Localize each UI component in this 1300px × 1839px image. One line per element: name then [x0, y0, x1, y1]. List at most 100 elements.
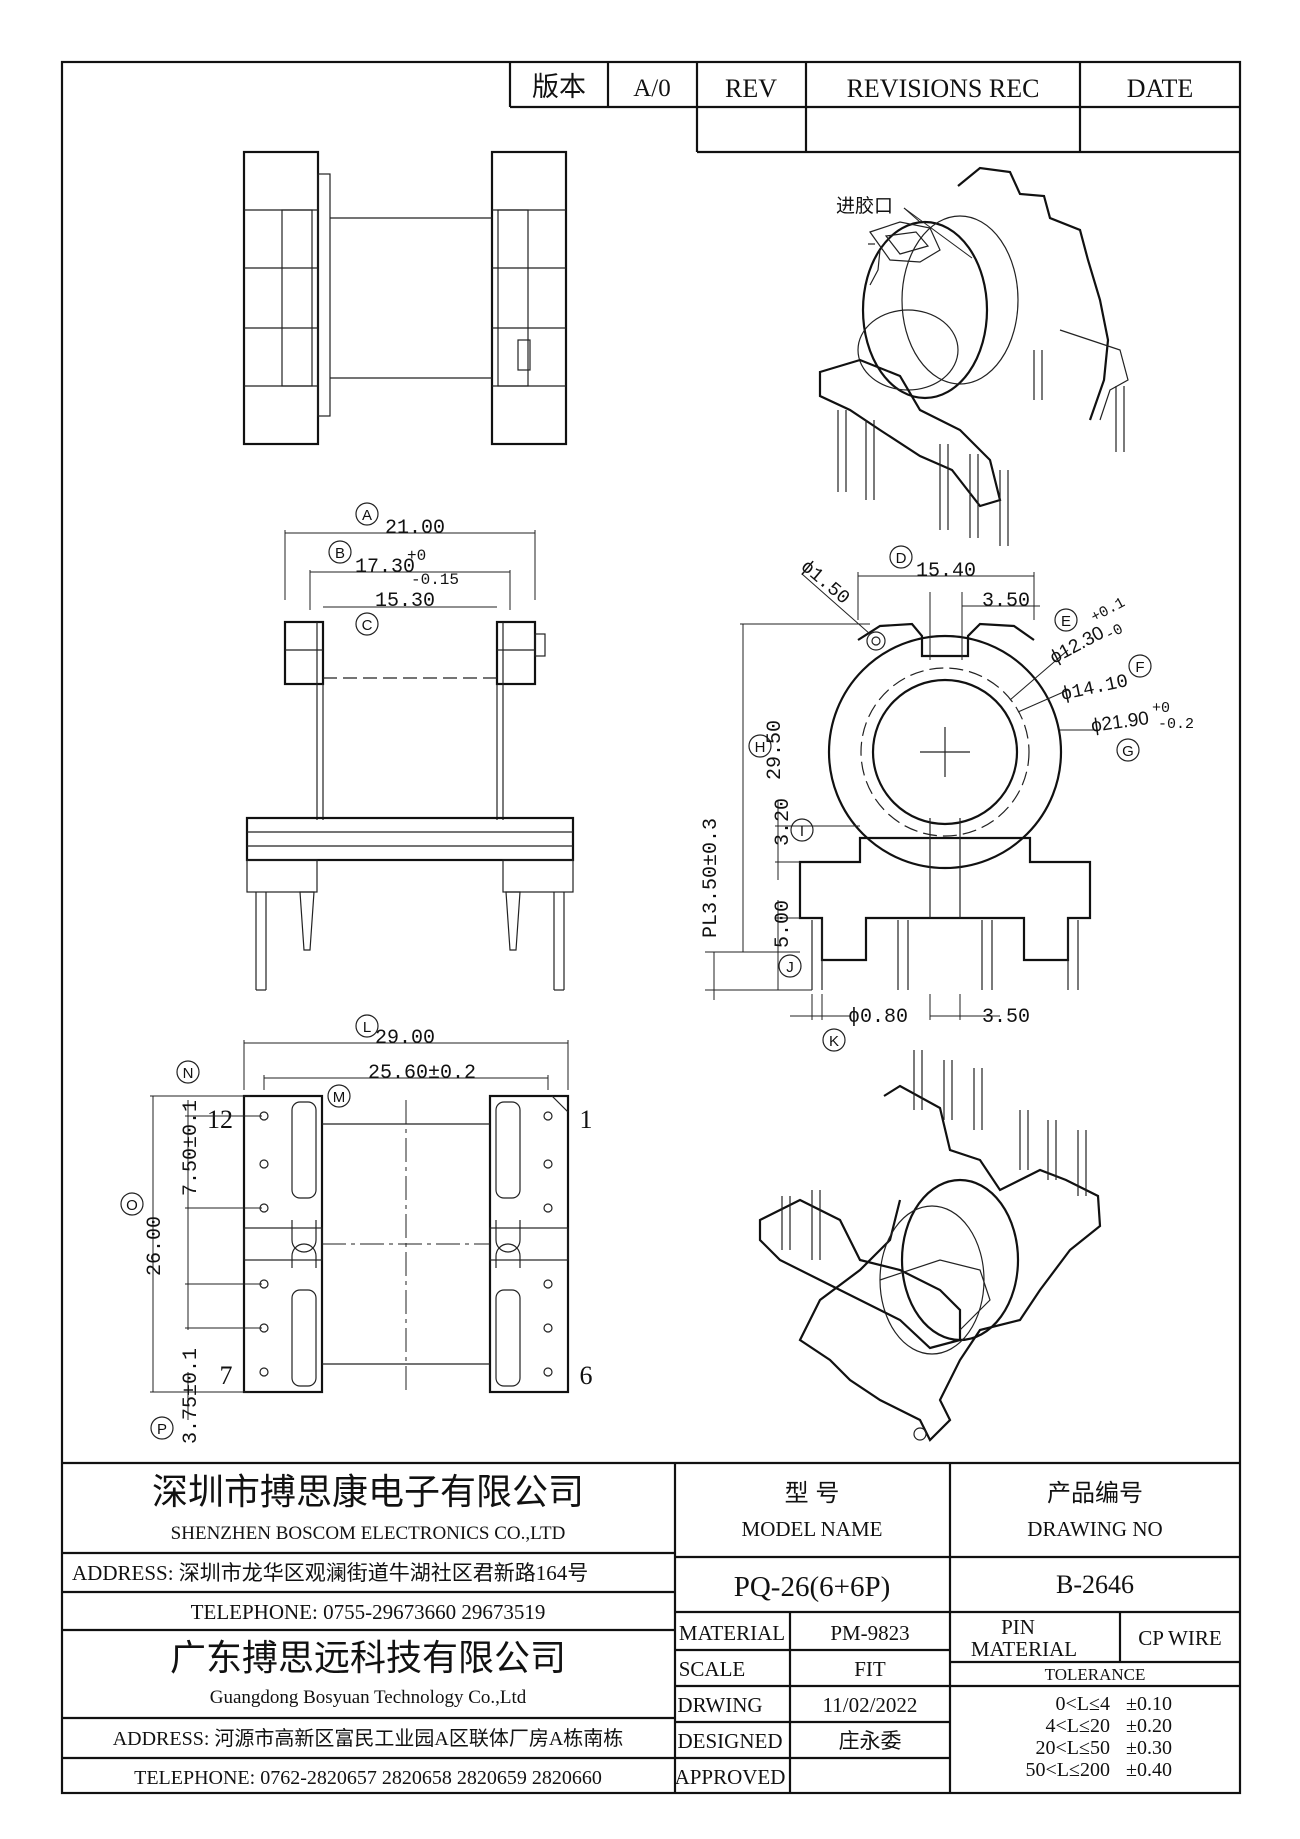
dim-label-h: H — [755, 739, 766, 756]
dim-tol-upper-b: +0 — [407, 547, 426, 565]
dim-value-n: 7.50±0.1 — [180, 1100, 203, 1196]
dim-value-a: 21.00 — [385, 517, 445, 540]
dim-tol-lower-g: -0.2 — [1158, 716, 1194, 733]
dim-value-k: ϕ0.80 — [848, 1006, 908, 1029]
material-label: MATERIAL — [679, 1621, 785, 1645]
tolerance-table: 0<L≤4 ±0.10 4<L≤20 ±0.20 20<L≤50 ±0.30 5… — [1026, 1693, 1172, 1781]
dim-label-l: L — [363, 1019, 371, 1036]
dim-label-m: M — [333, 1089, 346, 1106]
designed-value: 庄永委 — [839, 1730, 902, 1753]
dim-value-m: 25.60±0.2 — [368, 1062, 476, 1085]
tolerance-label: TOLERANCE — [1045, 1665, 1146, 1684]
dim-value-l: 29.00 — [375, 1027, 435, 1050]
dim-label-o: O — [126, 1197, 138, 1214]
front-view: D 15.40 3.50 ϕ1.50 E ϕ12.30 +0.1 -0 ϕ14.… — [700, 545, 1194, 1052]
gate-callout: 进胶口 — [836, 195, 893, 217]
dim-label-b: B — [335, 545, 345, 562]
tolerance-range: 50<L≤200 — [1026, 1759, 1110, 1781]
rev-label: REV — [725, 74, 777, 103]
company1-telephone: TELEPHONE: 0755-29673660 29673519 — [191, 1600, 546, 1624]
pin-length-label: PL3.50±0.3 — [700, 818, 723, 938]
dim-tol-lower-b: -0.15 — [411, 571, 459, 589]
dim-value-h: 29.50 — [764, 720, 787, 780]
scale-label: SCALE — [679, 1657, 746, 1681]
scale-value: FIT — [854, 1657, 886, 1681]
drawing-no-value: B-2646 — [1056, 1570, 1134, 1599]
approved-label: APPROVED — [675, 1765, 786, 1789]
pin-number-6: 6 — [580, 1361, 593, 1390]
pin-holes-right — [543, 1111, 553, 1377]
tolerance-value: ±0.40 — [1126, 1759, 1172, 1781]
pin-material-label-line1: PIN — [1001, 1615, 1035, 1639]
pin-number-12: 12 — [207, 1105, 233, 1134]
version-value: A/0 — [633, 75, 671, 102]
isometric-view-bottom — [758, 1050, 1102, 1442]
company2-name-cn: 广东搏思远科技有限公司 — [170, 1637, 566, 1678]
drwing-label: DRWING — [677, 1693, 762, 1717]
company2-telephone: TELEPHONE: 0762-2820657 2820658 2820659 … — [134, 1767, 602, 1789]
hole-dia-label: ϕ1.50 — [796, 556, 854, 610]
dim-tol-upper-g: +0 — [1152, 700, 1170, 717]
dim-value-g: ϕ21.90 — [1090, 708, 1151, 737]
dim-label-d: D — [896, 550, 907, 567]
date-label: DATE — [1127, 74, 1193, 103]
top-view — [242, 150, 568, 446]
drawing-no-label-cn: 产品编号 — [1047, 1480, 1143, 1507]
tolerance-range: 0<L≤4 — [1056, 1693, 1110, 1715]
dim-label-f: F — [1135, 659, 1144, 676]
tolerance-range: 20<L≤50 — [1036, 1737, 1110, 1759]
tolerance-value: ±0.20 — [1126, 1715, 1172, 1737]
dim-label-k: K — [829, 1033, 839, 1050]
dim-label-p: P — [157, 1421, 167, 1438]
dim-value-o: 26.00 — [144, 1216, 167, 1276]
dim-value-f: ϕ14.10 — [1059, 670, 1131, 706]
title-block: 深圳市搏思康电子有限公司 SHENZHEN BOSCOM ELECTRONICS… — [62, 1461, 1240, 1793]
version-label: 版本 — [532, 72, 586, 102]
dim-label-c: C — [362, 617, 373, 634]
dim-label-a: A — [362, 507, 372, 524]
dim-tol-upper-e: +0.1 — [1088, 594, 1128, 626]
tolerance-range: 4<L≤20 — [1046, 1715, 1110, 1737]
dim-value-k-sub: 3.50 — [982, 1006, 1030, 1029]
pin-number-1: 1 — [580, 1105, 593, 1134]
dim-label-n: N — [183, 1065, 194, 1082]
dim-value-c: 15.30 — [375, 590, 435, 613]
company2-address: ADDRESS: 河源市高新区富民工业园A区联体厂房A栋南栋 — [113, 1727, 624, 1750]
model-label-en: MODEL NAME — [742, 1517, 883, 1541]
revisions-label: REVISIONS REC — [847, 74, 1040, 103]
dim-value-i: 3.20 — [772, 798, 795, 846]
model-value: PQ-26(6+6P) — [734, 1571, 891, 1603]
company2-name-en: Guangdong Bosyuan Technology Co.,Ltd — [210, 1687, 527, 1708]
pin-material-value: CP WIRE — [1138, 1626, 1221, 1650]
bottom-view: 12 1 7 6 L 29.00 M 25.60±0.2 N 7.50±0.1 … — [120, 1014, 593, 1444]
dim-value-d-sub: 3.50 — [982, 590, 1030, 613]
revision-table: 版本 A/0 REV REVISIONS REC DATE — [508, 62, 1240, 154]
dim-label-g: G — [1122, 743, 1134, 760]
pin-number-7: 7 — [220, 1361, 233, 1390]
pin-holes-left — [259, 1111, 269, 1377]
dim-value-p: 3.75±0.1 — [180, 1348, 203, 1444]
company1-name-en: SHENZHEN BOSCOM ELECTRONICS CO.,LTD — [171, 1523, 566, 1544]
company1-address: ADDRESS: 深圳市龙华区观澜街道牛湖社区君新路164号 — [72, 1561, 588, 1585]
dim-value-j: 5.00 — [772, 900, 795, 948]
material-value: PM-9823 — [830, 1621, 909, 1645]
tolerance-value: ±0.10 — [1126, 1693, 1172, 1715]
dim-label-i: I — [800, 823, 804, 840]
side-view: A 21.00 B 17.30 +0 -0.15 15.30 C — [245, 502, 575, 991]
dim-label-j: J — [786, 959, 794, 976]
drwing-date: 11/02/2022 — [823, 1693, 918, 1717]
dim-value-e: ϕ12.30 — [1046, 623, 1107, 669]
model-label-cn: 型 号 — [785, 1480, 840, 1507]
dim-value-d: 15.40 — [916, 560, 976, 583]
dim-label-e: E — [1061, 613, 1071, 630]
dim-tol-lower-e: -0 — [1102, 621, 1126, 644]
drawing-no-label-en: DRAWING NO — [1027, 1517, 1162, 1541]
designed-label: DESIGNED — [678, 1729, 783, 1753]
sheet-border — [60, 60, 1242, 1795]
tolerance-value: ±0.30 — [1126, 1737, 1172, 1759]
pin-material-label-line2: MATERIAL — [971, 1637, 1077, 1661]
dim-value-b: 17.30 — [355, 556, 415, 579]
company1-name-cn: 深圳市搏思康电子有限公司 — [152, 1471, 584, 1512]
isometric-view-top: 进胶口 — [818, 166, 1129, 546]
